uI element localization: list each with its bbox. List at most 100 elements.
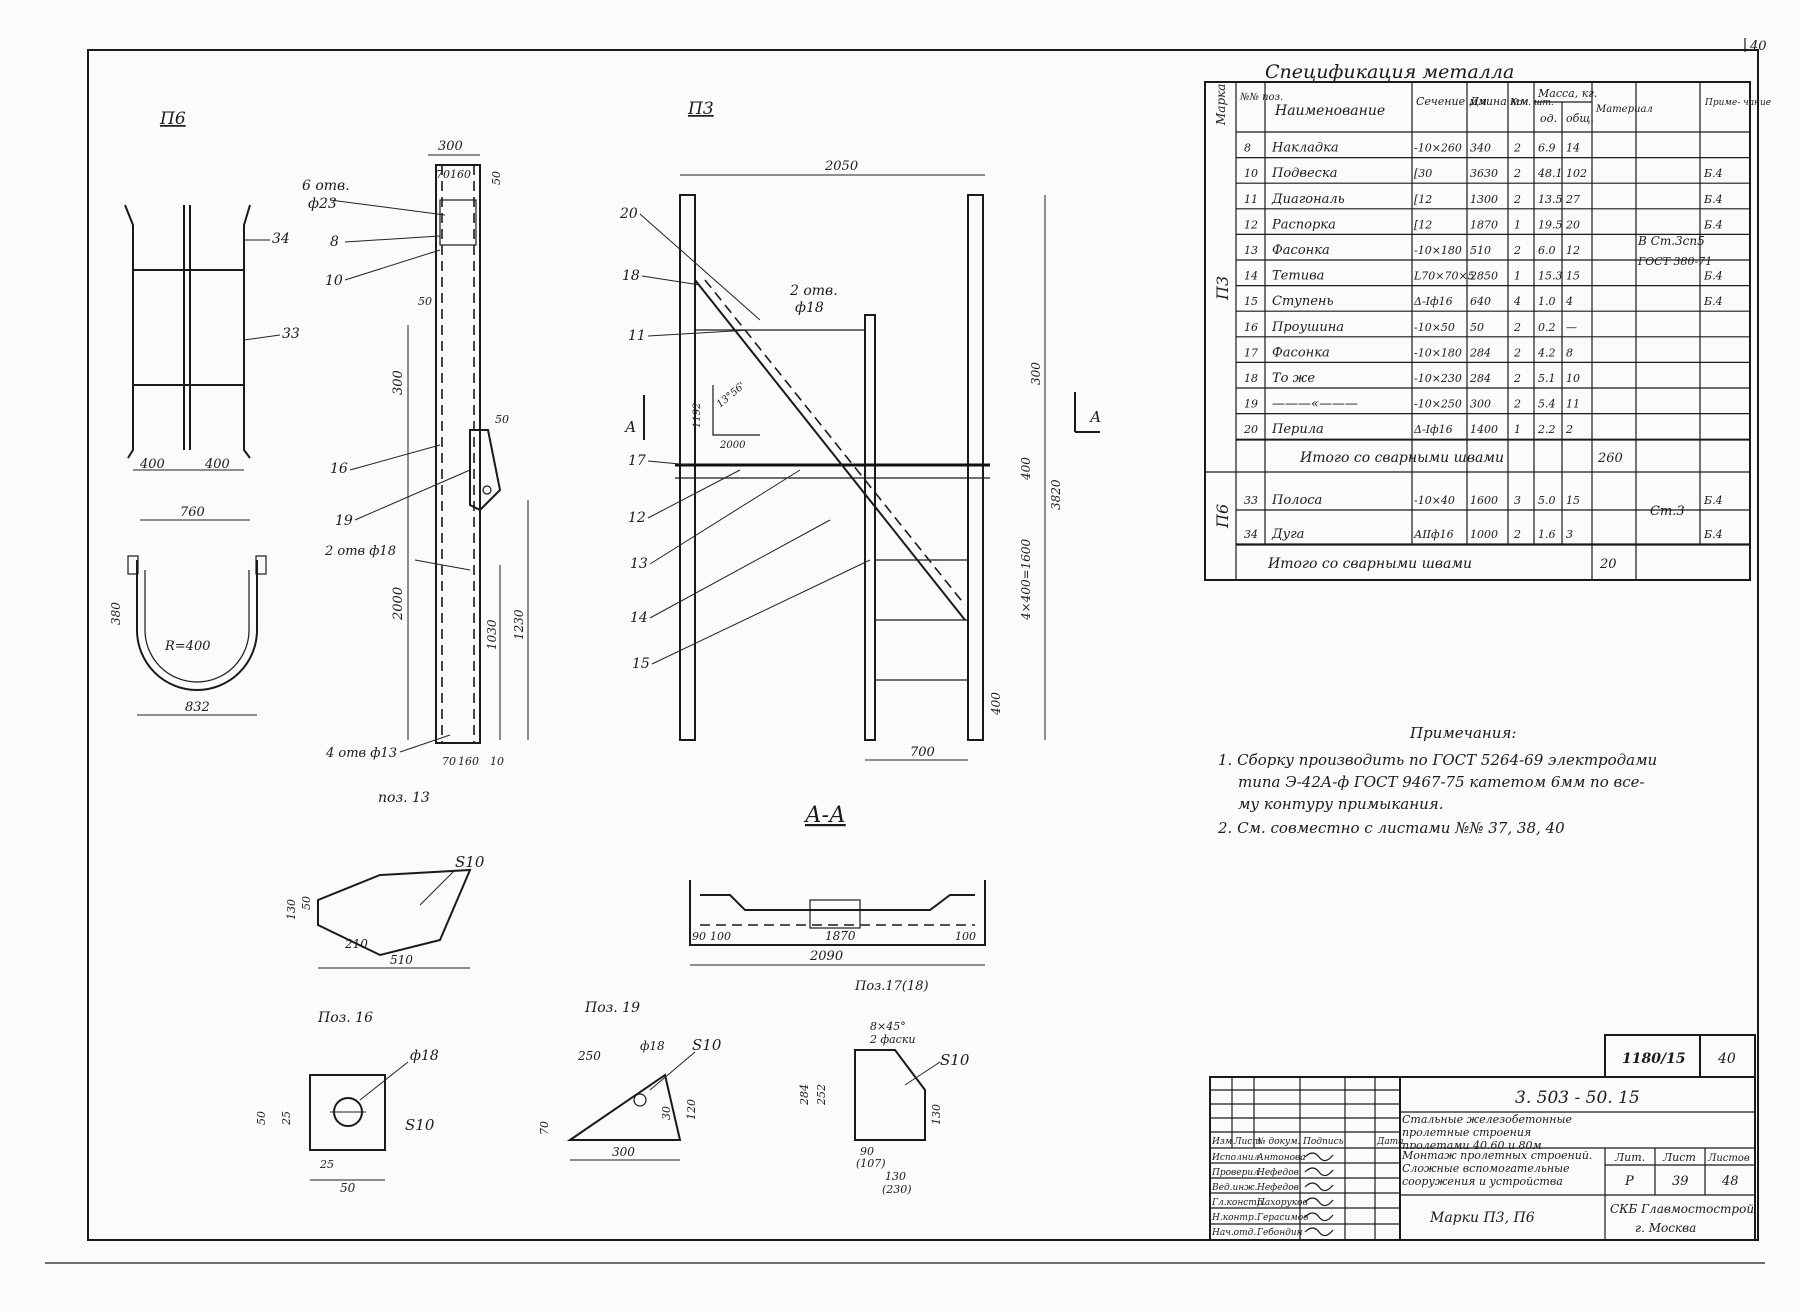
spec-cell-sec: [12 <box>1414 218 1432 231</box>
svg-text:№ докум.: № докум. <box>1256 1137 1301 1147</box>
spec-cell-sec: L70×70×5 <box>1413 270 1475 283</box>
pos19-label: Поз. 19 <box>584 1000 640 1016</box>
spec-cell-n: 13 <box>1244 244 1258 257</box>
spec-cell-m1: 0.2 <box>1538 321 1556 334</box>
svg-text:Дата: Дата <box>1376 1137 1404 1147</box>
spec-cell-sec: -10×260 <box>1414 142 1462 155</box>
view-p6-label: П6 <box>159 109 186 129</box>
spec-cell-m2: 102 <box>1566 167 1587 180</box>
spec-cell-m2: 14 <box>1566 142 1580 155</box>
spec-cell-len: 1600 <box>1470 494 1498 507</box>
signature-scribble <box>1304 1167 1334 1177</box>
svg-text:Лист: Лист <box>1662 1151 1696 1164</box>
signature-scribble <box>1304 1197 1334 1207</box>
pos17-label: Поз.17(18) <box>854 979 929 994</box>
svg-text:Марка: Марка <box>1214 84 1228 126</box>
spec-cell-n: 18 <box>1244 372 1258 385</box>
doc-title-box: Монтаж пролетных строений. Сложные вспом… <box>1402 1149 1592 1188</box>
svg-text:ГОСТ 380-71: ГОСТ 380-71 <box>1637 255 1712 268</box>
svg-text:130: 130 <box>930 1104 943 1125</box>
spec-cell-m2: 8 <box>1566 346 1573 359</box>
spec-cell-sec: -10×50 <box>1414 321 1455 334</box>
spec-cell-m2: 4 <box>1565 295 1573 308</box>
title-role: Проверил <box>1211 1168 1259 1178</box>
spec-cell-sec: -10×180 <box>1414 346 1462 359</box>
signature-scribble <box>1304 1227 1334 1237</box>
spec-cell-n: 16 <box>1244 321 1258 334</box>
svg-text:70: 70 <box>538 1121 551 1135</box>
spec-cell-name: Тетива <box>1272 269 1324 284</box>
spec-cell-n: 15 <box>1244 295 1258 308</box>
spec-cell-name: Ступень <box>1272 294 1334 309</box>
title-person: Антонова <box>1256 1153 1306 1163</box>
spec-cell-m1: 6.0 <box>1538 244 1556 257</box>
svg-text:№№ поз.: №№ поз. <box>1239 92 1283 103</box>
spec-cell-n: 34 <box>1244 528 1258 541</box>
svg-text:160: 160 <box>450 168 471 181</box>
spec-cell-m1: 13.5 <box>1538 193 1563 206</box>
view-pos13: 300 70 160 50 6 отв. ф23 8 10 300 50 16 … <box>302 139 529 806</box>
svg-text:130: 130 <box>885 1170 906 1183</box>
spec-cell-name: ———«——— <box>1272 397 1358 412</box>
spec-cell-m2: 15 <box>1566 494 1580 507</box>
title-role: Нач.отд. <box>1211 1228 1256 1238</box>
pos13-label: поз. 13 <box>378 790 430 806</box>
p3-stair-post <box>864 314 876 741</box>
title-block-roles: ИсполнилАнтоноваПроверилНефедовВед.инж.Н… <box>1211 1152 1334 1238</box>
svg-text:общ.: общ. <box>1566 112 1594 125</box>
spec-cell-len: 1400 <box>1470 423 1498 436</box>
spec-cell-q: 1 <box>1514 423 1521 436</box>
note-line-2: типа Э-42А-ф ГОСТ 9467-75 катетом 6мм по… <box>1238 773 1645 791</box>
section-title: А-А <box>803 803 846 828</box>
svg-text:25: 25 <box>319 1158 334 1171</box>
svg-text:Приме- чание: Приме- чание <box>1704 98 1771 108</box>
svg-text:17: 17 <box>628 453 646 469</box>
spec-cell-note: Б.4 <box>1703 270 1723 283</box>
spec-cell-name: Фасонка <box>1272 345 1330 360</box>
spec-cell-name: Распорка <box>1271 217 1336 232</box>
title-person: Нефедов <box>1256 1183 1299 1193</box>
svg-text:3820: 3820 <box>1049 479 1063 510</box>
svg-text:10: 10 <box>490 755 504 768</box>
spec-p6-mark: П6 <box>1213 504 1232 529</box>
svg-text:70: 70 <box>442 755 456 768</box>
svg-text:380: 380 <box>109 602 123 625</box>
object-name-box: Стальные железобетонные пролетные строен… <box>1402 1113 1572 1149</box>
svg-text:50: 50 <box>418 295 432 308</box>
spec-cell-note: Б.4 <box>1703 494 1723 507</box>
spec-total-p6-label: Итого со сварными швами <box>1267 556 1472 572</box>
svg-text:90: 90 <box>860 1145 874 1158</box>
spec-cell-note: Б.4 <box>1703 218 1723 231</box>
spec-table: Спецификация металла Марка №№ поз. Наиме… <box>1204 61 1771 581</box>
spec-cell-len: 2850 <box>1469 270 1498 283</box>
signature-scribble <box>1304 1152 1334 1162</box>
svg-text:S10: S10 <box>692 1036 722 1054</box>
spec-cell-m2: — <box>1566 321 1577 334</box>
spec-cell-q: 2 <box>1513 346 1521 359</box>
svg-text:252: 252 <box>815 1084 828 1106</box>
svg-text:90: 90 <box>692 930 706 943</box>
spec-total-p3-label: Итого со сварными швами <box>1299 450 1504 466</box>
svg-text:50: 50 <box>300 896 313 910</box>
svg-text:Длина мм: Длина мм <box>1469 95 1529 108</box>
svg-text:16: 16 <box>330 461 348 477</box>
svg-text:1870: 1870 <box>825 929 856 943</box>
svg-text:1192: 1192 <box>692 403 703 428</box>
title-sheet-no: 40 <box>1717 1051 1736 1067</box>
notes: Примечания: 1. Сборку производить по ГОС… <box>1217 724 1657 837</box>
svg-text:ф18: ф18 <box>410 1048 439 1064</box>
svg-text:Материал: Материал <box>1595 104 1653 115</box>
svg-text:ф18: ф18 <box>795 300 824 316</box>
svg-text:50: 50 <box>340 1181 356 1195</box>
svg-text:г. Москва: г. Москва <box>1635 1221 1696 1235</box>
title-role: Исполнил <box>1211 1153 1260 1163</box>
svg-text:300: 300 <box>1029 362 1043 385</box>
pos13-plate <box>435 164 481 744</box>
svg-text:1030: 1030 <box>485 619 499 650</box>
spec-cell-m1: 15.3 <box>1538 270 1563 283</box>
svg-text:2 отв ф18: 2 отв ф18 <box>324 544 396 559</box>
svg-text:2000: 2000 <box>391 587 406 621</box>
detail-pos19: Поз. 19 250 ф18 S10 70 30 120 300 <box>538 1000 722 1161</box>
spec-cell-m2: 27 <box>1565 193 1580 206</box>
